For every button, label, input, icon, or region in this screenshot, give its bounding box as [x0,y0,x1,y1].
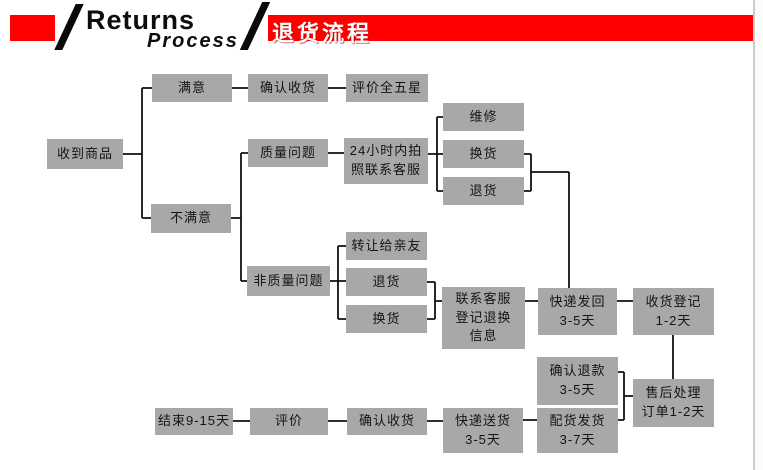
flow-node-contact-cs-register: 联系客服 登记退换 信息 [442,287,525,349]
page-edge-gutter [755,0,763,470]
page-edge-divider [753,0,755,470]
flow-node-quality-issue: 质量问题 [248,139,328,167]
header-logo-background [55,0,268,55]
flow-node-confirm-receipt-top: 确认收货 [248,74,328,102]
flow-node-review: 评价 [250,408,328,435]
brand-subtitle: Process [147,30,239,52]
flow-node-satisfied: 满意 [152,74,232,102]
flow-node-return-quality: 退货 [443,177,524,205]
flow-node-confirm-refund: 确认退款 3-5天 [537,357,618,405]
flow-node-give-to-friend: 转让给亲友 [346,232,427,260]
flow-node-non-quality-issue: 非质量问题 [247,266,330,296]
flow-node-confirm-receipt-bottom: 确认收货 [347,408,427,435]
flow-node-repair: 维修 [443,103,524,131]
flow-node-return-nonquality: 退货 [346,268,427,296]
brand-title: Returns [86,5,196,35]
flow-node-receipt-registration: 收货登记 1-2天 [633,288,714,335]
flow-node-unsatisfied: 不满意 [151,204,231,233]
flow-node-courier-send-back: 快递发回 3-5天 [538,288,617,335]
flow-node-photo-contact-24h: 24小时内拍 照联系客服 [344,138,428,184]
flow-node-received-goods: 收到商品 [47,139,123,169]
flow-node-courier-delivery: 快递送货 3-5天 [443,408,523,453]
flow-node-exchange-quality: 换货 [443,140,524,168]
flow-node-end-9-15-days: 结束9-15天 [155,408,233,435]
flow-node-aftersale-processing: 售后处理 订单1-2天 [633,379,714,427]
page-title: 退货流程 [272,21,373,46]
flow-node-rate-five-stars: 评价全五星 [346,74,428,102]
flow-node-exchange-nonquality: 换货 [346,305,427,333]
flow-node-dispatch-shipping: 配货发货 3-7天 [537,408,618,453]
